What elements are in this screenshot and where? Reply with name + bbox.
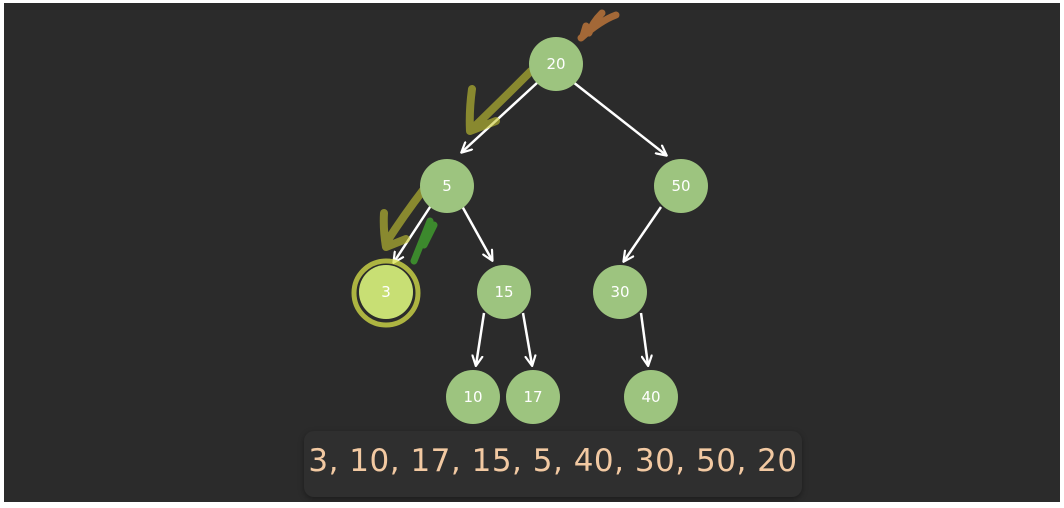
yellow-arrow-lower bbox=[379, 185, 428, 251]
tree-node-15: 15 bbox=[477, 265, 531, 319]
edge-15-17 bbox=[521, 312, 532, 365]
annotations bbox=[379, 9, 620, 265]
edge-30-40 bbox=[639, 312, 648, 365]
edge-5-15 bbox=[460, 205, 492, 260]
tree-node-17: 17 bbox=[506, 370, 560, 424]
edge-20-50 bbox=[572, 81, 666, 155]
tree-node-3: 3 bbox=[351, 258, 421, 328]
highlight-ring bbox=[351, 258, 421, 328]
orange-scribble-arrow bbox=[577, 9, 620, 42]
tree-node-30: 30 bbox=[593, 265, 647, 319]
edge-15-10 bbox=[476, 312, 486, 365]
node-label: 10 bbox=[463, 388, 482, 406]
tree-node-50: 50 bbox=[654, 159, 708, 213]
yellow-arrow-upper bbox=[465, 67, 535, 135]
node-label: 40 bbox=[641, 388, 660, 406]
node-label: 50 bbox=[671, 177, 690, 195]
edges bbox=[394, 81, 666, 365]
binary-tree-diagram: 20 5 50 3 15 30 10 17 bbox=[351, 9, 708, 442]
green-mark bbox=[410, 217, 438, 265]
node-label: 15 bbox=[494, 283, 513, 301]
node-label: 3 bbox=[381, 283, 391, 301]
node-label: 5 bbox=[442, 177, 452, 195]
traversal-output-text: 3, 10, 17, 15, 5, 40, 30, 50, 20 bbox=[308, 443, 798, 479]
tree-node-5: 5 bbox=[420, 159, 474, 213]
tree-node-40: 40 bbox=[624, 370, 678, 424]
edge-5-3 bbox=[394, 203, 434, 262]
tree-node-20: 20 bbox=[529, 37, 583, 91]
node-label: 17 bbox=[523, 388, 542, 406]
canvas: 20 5 50 3 15 30 10 17 bbox=[4, 3, 1060, 502]
traversal-output-panel: 3, 10, 17, 15, 5, 40, 30, 50, 20 bbox=[304, 431, 802, 497]
node-label: 30 bbox=[610, 283, 629, 301]
node-label: 20 bbox=[546, 55, 565, 73]
edge-50-30 bbox=[624, 206, 663, 261]
edge-20-5 bbox=[462, 81, 539, 152]
tree-node-10: 10 bbox=[446, 370, 500, 424]
